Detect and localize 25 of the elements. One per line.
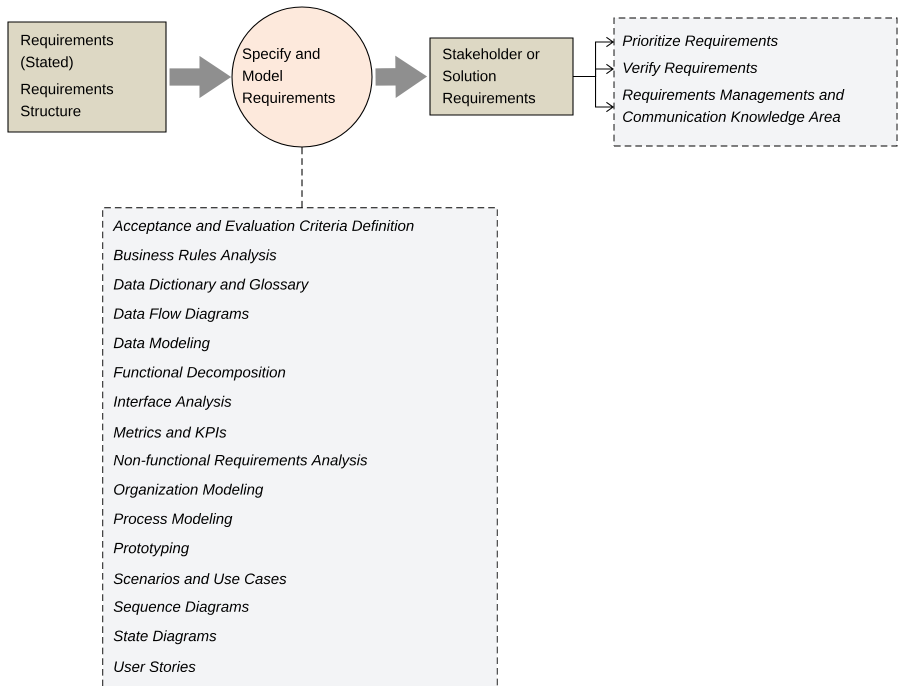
list-item: Data Modeling [114,337,210,352]
list-item: User Stories [114,661,196,672]
list-item: Business Rules Analysis [114,249,276,264]
list-item: Non-functional Requirements Analysis [114,454,368,468]
dashed-panel [614,18,898,146]
list-item: Data Flow Diagrams [114,308,249,322]
process-box: Requirements (Stated) Requirements Structure [7,21,167,133]
list-item: Prototyping [114,542,189,556]
list-item: Data Dictionary and Glossary [114,278,310,293]
list-item: Acceptance and Evaluation Criteria Definition [112,220,414,234]
list-item: Requirements Managements and Communication Knowledge Area [622,89,844,125]
list-item: Prioritize Requirements [622,35,778,49]
connector-line [301,148,303,208]
list-item: Scenarios and Use Cases [114,573,286,584]
list-item: Metrics and KPIs [114,426,226,438]
list-item: Interface Analysis [114,396,232,410]
list-item: Process Modeling [114,513,232,527]
dashed-panel [102,207,498,686]
list-item: Verify Requirements [624,62,758,76]
list-item: Functional Decomposition [114,366,286,380]
process-box: Stakeholder or Solution Requirements [429,37,574,116]
arrow [574,76,614,112]
list-item: Sequence Diagrams [114,600,249,615]
list-item: Organization Modeling [114,484,264,498]
list-item: State Diagrams [114,630,216,644]
